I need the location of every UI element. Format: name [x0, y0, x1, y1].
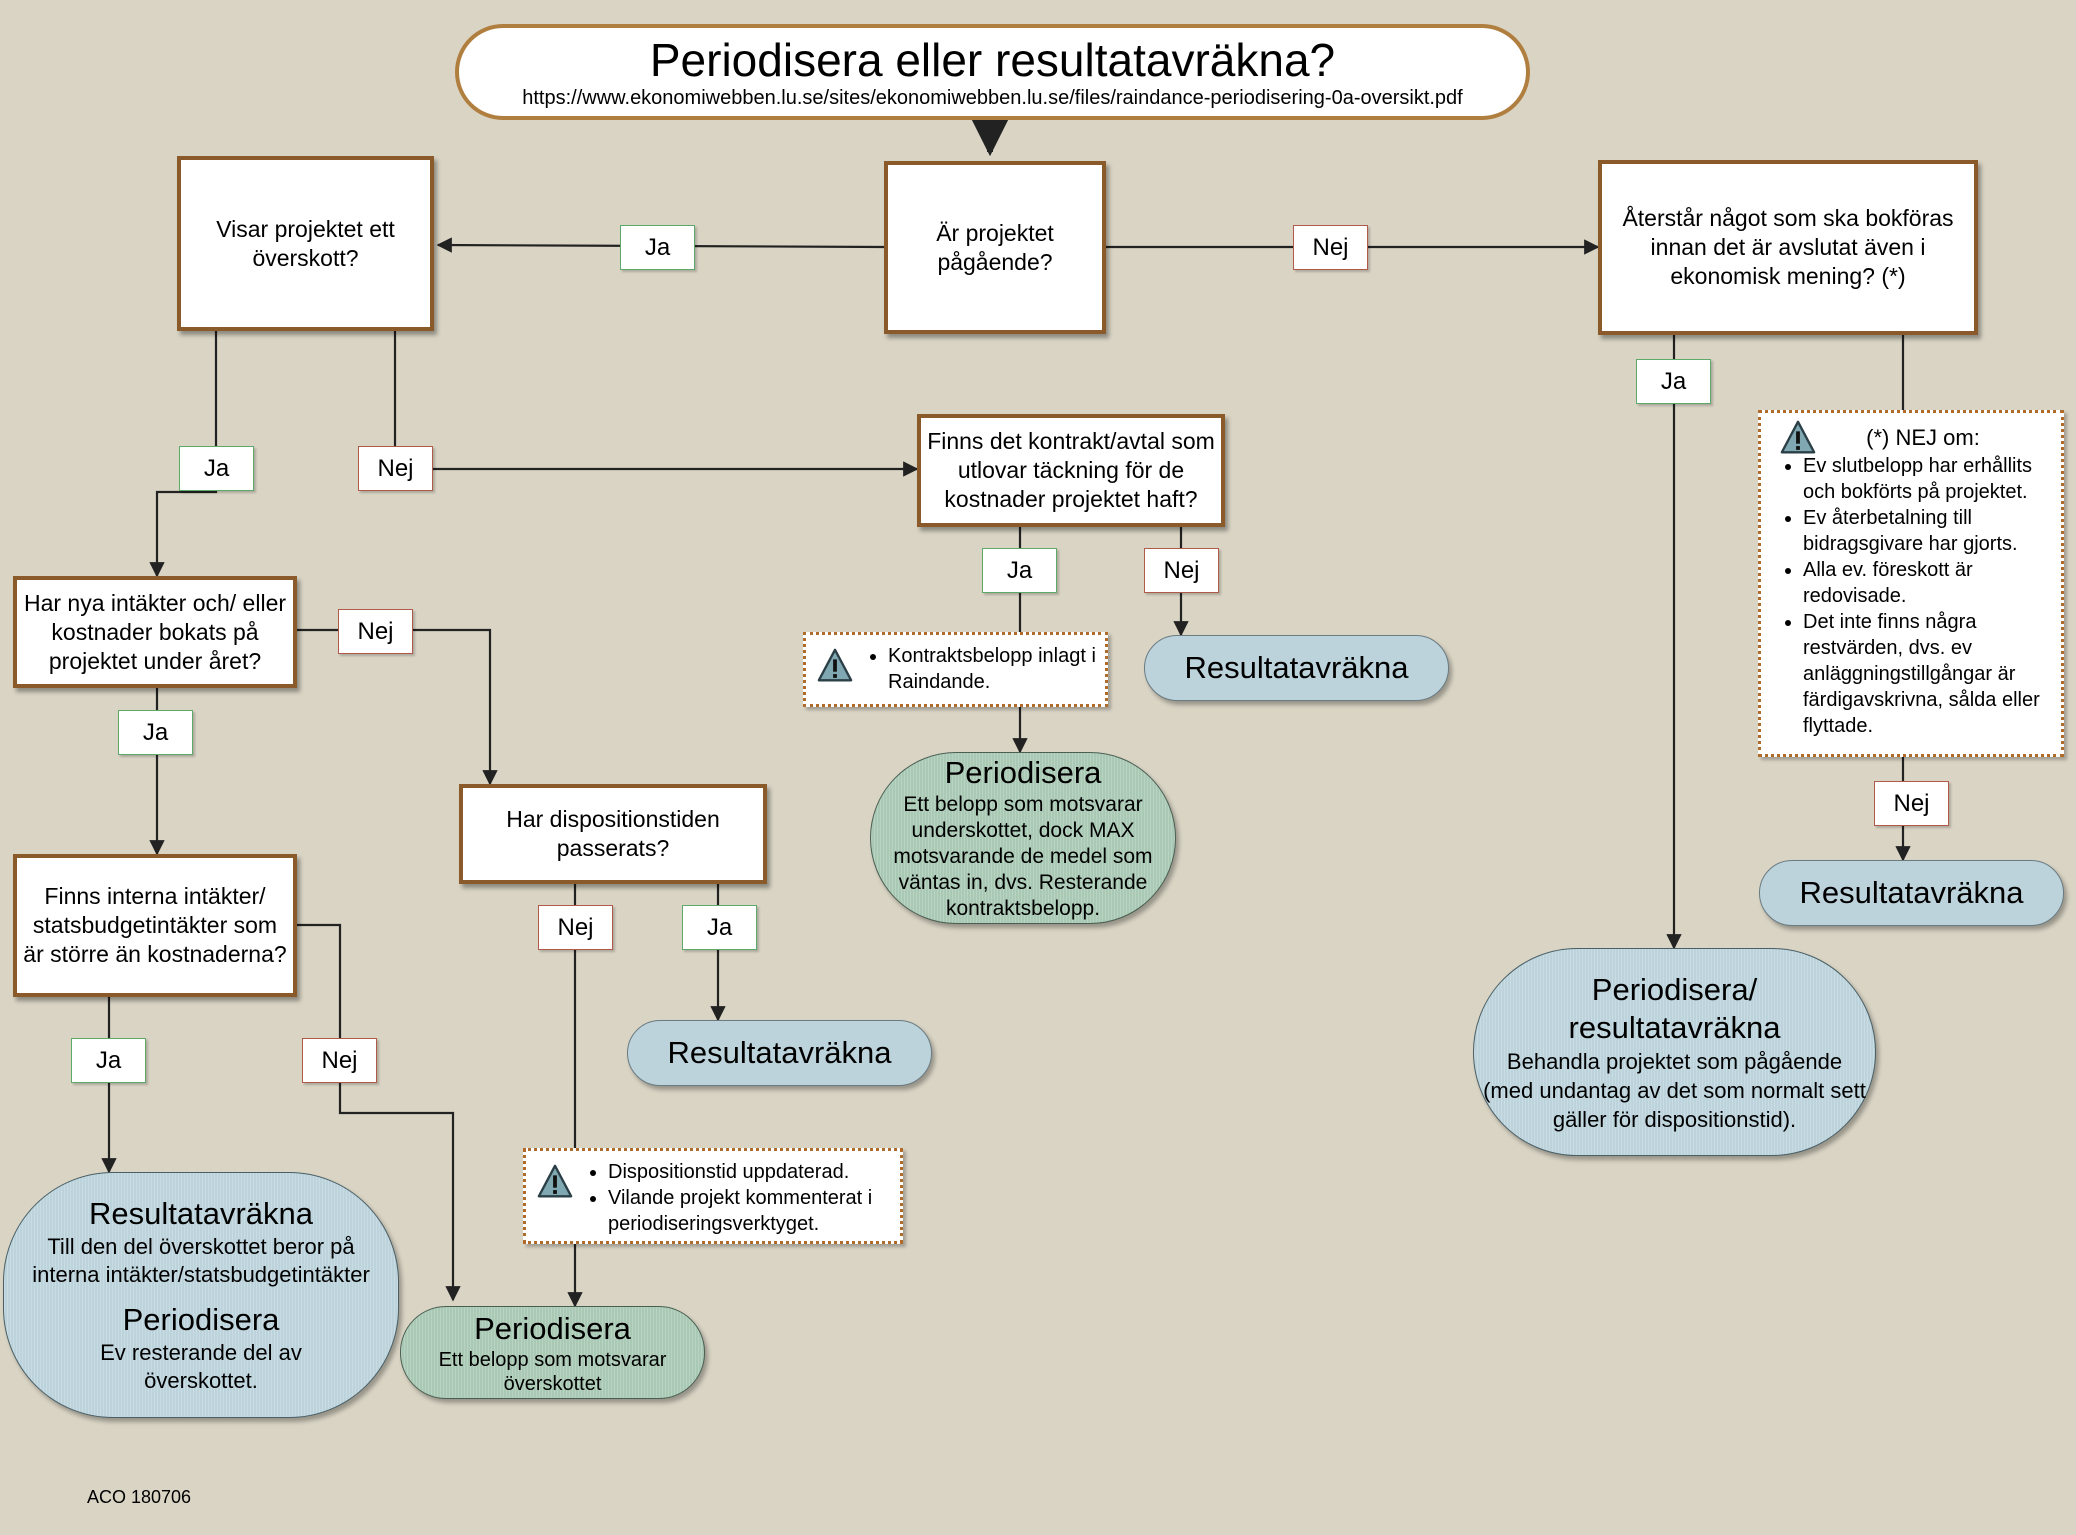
note-title: (*) NEJ om:	[1866, 425, 1980, 450]
note-item: Vilande projekt kommenterat i periodiser…	[608, 1185, 894, 1237]
label-ja-dispositionstid: Ja	[682, 905, 757, 950]
note-nej-om: (*) NEJ om: Ev slutbelopp har erhållits …	[1758, 410, 2064, 757]
question-dispositionstid: Har dispositionstiden passerats?	[459, 784, 767, 884]
outcome-resultatavrakna-kontrakt: Resultatavräkna	[1144, 635, 1449, 701]
outcome-title: Periodisera	[474, 1310, 631, 1346]
question-text: Är projektet pågående?	[936, 219, 1054, 275]
outcome-resultatavrakna-periodisera: Resultatavräkna Till den del överskottet…	[3, 1172, 399, 1418]
question-text: Har dispositionstiden passerats?	[506, 806, 720, 861]
label-nej-nya-intakter: Nej	[338, 609, 413, 654]
note-item: Ev slutbelopp har erhållits och bokförts…	[1803, 453, 2057, 505]
question-text: Återstår något som ska bokföras innan de…	[1622, 205, 1954, 289]
note-item: Det inte finns några restvärden, dvs. ev…	[1803, 609, 2057, 739]
outcome-title: Periodisera	[944, 755, 1102, 790]
note-item: Alla ev. föreskott är redovisade.	[1803, 557, 2057, 609]
warning-icon	[817, 648, 853, 682]
label-nej-dispositionstid: Nej	[538, 905, 613, 950]
outcome-periodisera-kontrakt: Periodisera Ett belopp som motsvarar und…	[870, 752, 1176, 924]
warning-icon	[1780, 420, 1816, 454]
question-visar-overskott: Visar projektet ett överskott?	[177, 156, 434, 331]
label-ja-pagaende: Ja	[620, 225, 695, 270]
outcome-title-periodisera: Periodisera	[122, 1302, 280, 1337]
page-title: Periodisera eller resultatavräkna?	[649, 34, 1336, 86]
outcome-title-line1: Periodisera/	[1591, 971, 1758, 1007]
footer-code: ACO 180706	[87, 1487, 192, 1507]
question-text: Finns interna intäkter/ statsbudgetintäk…	[23, 883, 287, 967]
outcome-detail: Ett belopp som motsvarar underskottet, d…	[893, 793, 1153, 920]
question-aterstar-bokforas: Återstår något som ska bokföras innan de…	[1598, 160, 1978, 335]
question-finns-kontrakt: Finns det kontrakt/avtal som utlovar täc…	[917, 414, 1225, 527]
label-nej-interna: Nej	[302, 1038, 377, 1083]
question-interna-intakter: Finns interna intäkter/ statsbudgetintäk…	[13, 854, 297, 997]
label-ja-overskott: Ja	[179, 446, 254, 491]
question-text: Har nya intäkter och/ eller kostnader bo…	[23, 589, 287, 674]
outcome-detail: Behandla projektet som pågående (med und…	[1483, 1048, 1866, 1132]
question-text: Visar projektet ett överskott?	[216, 215, 395, 271]
warning-icon	[537, 1164, 573, 1198]
outcome-resultatavrakna-dispositionstid: Resultatavräkna	[627, 1020, 932, 1086]
label-ja-kontrakt: Ja	[982, 548, 1057, 593]
note-kontrakt: Kontraktsbelopp inlagt i Raindande.	[803, 632, 1108, 707]
label-nej-kontrakt: Nej	[1144, 548, 1219, 593]
note-item: Kontraktsbelopp inlagt i Raindande.	[888, 643, 1099, 695]
question-text: Finns det kontrakt/avtal som utlovar täc…	[927, 428, 1215, 512]
outcome-resultatavrakna-aterstar: Resultatavräkna	[1759, 860, 2064, 926]
source-url: https://www.ekonomiwebben.lu.se/sites/ek…	[522, 87, 1463, 109]
outcome-detail-periodisera: Ev resterande del av överskottet.	[100, 1340, 302, 1393]
outcome-title-line2: resultatavräkna	[1568, 1009, 1781, 1045]
label-nej-overskott: Nej	[358, 446, 433, 491]
outcome-detail: Ett belopp som motsvarar överskottet	[438, 1348, 667, 1395]
title-box: Periodisera eller resultatavräkna? https…	[455, 24, 1530, 120]
note-item: Dispositionstid uppdaterad.	[608, 1159, 894, 1185]
label-ja-aterstar: Ja	[1636, 359, 1711, 404]
label-nej-pagaende: Nej	[1293, 225, 1368, 270]
label-ja-interna: Ja	[71, 1038, 146, 1083]
outcome-periodisera-resultatavrakna: Periodisera/ resultatavräkna Behandla pr…	[1473, 948, 1876, 1156]
outcome-detail-resultatavrakna: Till den del överskottet beror på intern…	[32, 1234, 370, 1287]
note-item: Ev återbetalning till bidragsgivare har …	[1803, 505, 2057, 557]
question-nya-intakter: Har nya intäkter och/ eller kostnader bo…	[13, 576, 297, 688]
note-dispositionstid: Dispositionstid uppdaterad. Vilande proj…	[523, 1148, 903, 1244]
outcome-periodisera-overskott: Periodisera Ett belopp som motsvarar öve…	[400, 1306, 705, 1399]
label-ja-nya-intakter: Ja	[118, 710, 193, 755]
question-projekt-pagaende: Är projektet pågående?	[884, 161, 1106, 334]
outcome-title-resultatavrakna: Resultatavräkna	[88, 1196, 313, 1231]
label-nej-aterstar: Nej	[1874, 781, 1949, 826]
